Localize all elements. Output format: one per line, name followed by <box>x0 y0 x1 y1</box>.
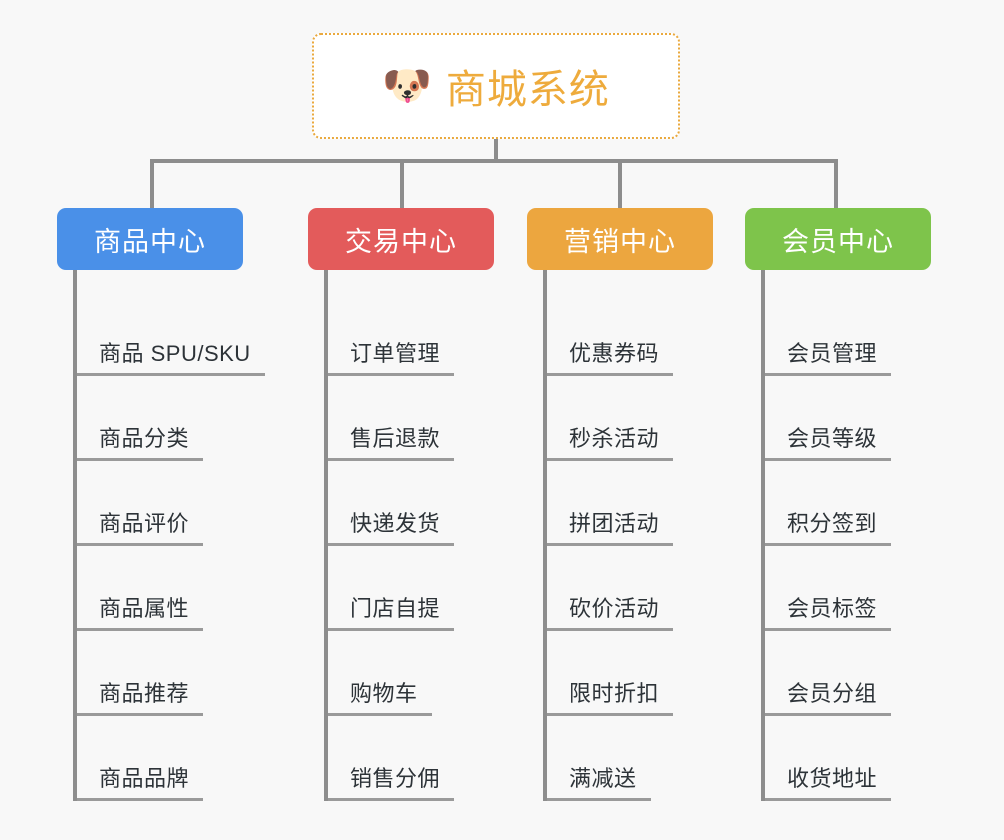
list-item-label: 砍价活动 <box>569 596 660 621</box>
list-item-label: 商品推荐 <box>99 681 190 706</box>
list-item[interactable]: 售后退款 <box>328 376 494 461</box>
list-item[interactable]: 订单管理 <box>328 291 494 376</box>
branch-items-product-center: 商品 SPU/SKU 商品分类 商品评价 商品属性 商品推荐 <box>73 270 265 801</box>
branch-header-label: 会员中心 <box>782 226 894 257</box>
leaf-underline: 拼团活动 <box>547 506 674 546</box>
branch-member-center: 会员中心 会员管理 会员等级 积分签到 会员标签 <box>745 208 931 801</box>
list-item-label: 会员等级 <box>787 426 878 451</box>
list-item-label: 商品 SPU/SKU <box>99 341 251 366</box>
connector-horizontal-bus <box>150 159 838 163</box>
leaf-underline: 售后退款 <box>328 421 455 461</box>
leaf-underline: 商品推荐 <box>77 676 204 716</box>
branch-items-member-center: 会员管理 会员等级 积分签到 会员标签 会员分组 <box>761 270 931 801</box>
connector-root-stem <box>494 139 498 162</box>
leaf-underline: 会员分组 <box>765 676 892 716</box>
branch-marketing-center: 营销中心 优惠券码 秒杀活动 拼团活动 砍价活动 <box>527 208 713 801</box>
leaf-underline: 优惠券码 <box>547 336 674 376</box>
list-item[interactable]: 会员标签 <box>765 546 931 631</box>
list-item[interactable]: 商品分类 <box>77 376 243 461</box>
list-item-label: 商品品牌 <box>99 766 190 791</box>
branch-items-trade-center: 订单管理 售后退款 快递发货 门店自提 购物车 <box>324 270 494 801</box>
list-item[interactable]: 商品属性 <box>77 546 243 631</box>
list-item[interactable]: 会员分组 <box>765 631 931 716</box>
list-item-label: 秒杀活动 <box>569 426 660 451</box>
branch-product-center: 商品中心 商品 SPU/SKU 商品分类 商品评价 商品属性 <box>57 208 265 801</box>
leaf-underline: 订单管理 <box>328 336 455 376</box>
dog-face-icon: 🐶 <box>382 64 432 108</box>
list-item-label: 门店自提 <box>350 596 441 621</box>
leaf-underline: 商品 SPU/SKU <box>77 336 265 376</box>
connector-drop-col-4 <box>834 159 838 209</box>
leaf-underline: 秒杀活动 <box>547 421 674 461</box>
leaf-underline: 会员等级 <box>765 421 892 461</box>
connector-drop-col-2 <box>400 159 404 209</box>
list-item-label: 会员分组 <box>787 681 878 706</box>
list-item[interactable]: 商品 SPU/SKU <box>77 291 265 376</box>
list-item[interactable]: 优惠券码 <box>547 291 713 376</box>
leaf-underline: 购物车 <box>328 676 432 716</box>
leaf-underline: 砍价活动 <box>547 591 674 631</box>
leaf-underline: 会员标签 <box>765 591 892 631</box>
leaf-underline: 满减送 <box>547 761 651 801</box>
branch-items-marketing-center: 优惠券码 秒杀活动 拼团活动 砍价活动 限时折扣 <box>543 270 713 801</box>
list-item[interactable]: 砍价活动 <box>547 546 713 631</box>
leaf-underline: 商品分类 <box>77 421 204 461</box>
list-item[interactable]: 限时折扣 <box>547 631 713 716</box>
list-item-label: 会员管理 <box>787 341 878 366</box>
list-item-label: 收货地址 <box>787 766 878 791</box>
list-item-label: 满减送 <box>569 766 637 791</box>
list-item[interactable]: 商品品牌 <box>77 716 243 801</box>
branch-header-product-center[interactable]: 商品中心 <box>57 208 243 270</box>
list-item[interactable]: 收货地址 <box>765 716 931 801</box>
root-node-title: 商城系统 <box>445 68 610 112</box>
branch-header-label: 营销中心 <box>564 226 676 257</box>
connector-drop-col-1 <box>150 159 154 209</box>
list-item-label: 商品属性 <box>99 596 190 621</box>
list-item-label: 商品分类 <box>99 426 190 451</box>
leaf-underline: 会员管理 <box>765 336 892 376</box>
list-item-label: 优惠券码 <box>569 341 660 366</box>
list-item[interactable]: 商品推荐 <box>77 631 243 716</box>
branch-header-member-center[interactable]: 会员中心 <box>745 208 931 270</box>
branch-trade-center: 交易中心 订单管理 售后退款 快递发货 门店自提 <box>308 208 494 801</box>
list-item-label: 订单管理 <box>350 341 441 366</box>
list-item-label: 快递发货 <box>350 511 441 536</box>
list-item[interactable]: 会员等级 <box>765 376 931 461</box>
list-item[interactable]: 购物车 <box>328 631 494 716</box>
list-item[interactable]: 门店自提 <box>328 546 494 631</box>
list-item-label: 购物车 <box>350 681 418 706</box>
branch-header-trade-center[interactable]: 交易中心 <box>308 208 494 270</box>
leaf-underline: 收货地址 <box>765 761 892 801</box>
list-item[interactable]: 秒杀活动 <box>547 376 713 461</box>
list-item[interactable]: 会员管理 <box>765 291 931 376</box>
list-item[interactable]: 拼团活动 <box>547 461 713 546</box>
leaf-underline: 快递发货 <box>328 506 455 546</box>
leaf-underline: 销售分佣 <box>328 761 455 801</box>
list-item[interactable]: 销售分佣 <box>328 716 494 801</box>
list-item-label: 商品评价 <box>99 511 190 536</box>
leaf-underline: 商品属性 <box>77 591 204 631</box>
leaf-underline: 限时折扣 <box>547 676 674 716</box>
list-item[interactable]: 快递发货 <box>328 461 494 546</box>
list-item-label: 售后退款 <box>350 426 441 451</box>
leaf-underline: 商品品牌 <box>77 761 204 801</box>
list-item-label: 拼团活动 <box>569 511 660 536</box>
list-item[interactable]: 积分签到 <box>765 461 931 546</box>
list-item[interactable]: 商品评价 <box>77 461 243 546</box>
root-node[interactable]: 🐶 商城系统 <box>312 33 680 139</box>
connector-drop-col-3 <box>618 159 622 209</box>
list-item-label: 销售分佣 <box>350 766 441 791</box>
leaf-underline: 门店自提 <box>328 591 455 631</box>
branch-header-label: 商品中心 <box>94 226 206 257</box>
list-item-label: 限时折扣 <box>569 681 660 706</box>
leaf-underline: 积分签到 <box>765 506 892 546</box>
list-item-label: 积分签到 <box>787 511 878 536</box>
branch-header-label: 交易中心 <box>345 226 457 257</box>
leaf-underline: 商品评价 <box>77 506 204 546</box>
list-item-label: 会员标签 <box>787 596 878 621</box>
list-item[interactable]: 满减送 <box>547 716 713 801</box>
branch-header-marketing-center[interactable]: 营销中心 <box>527 208 713 270</box>
